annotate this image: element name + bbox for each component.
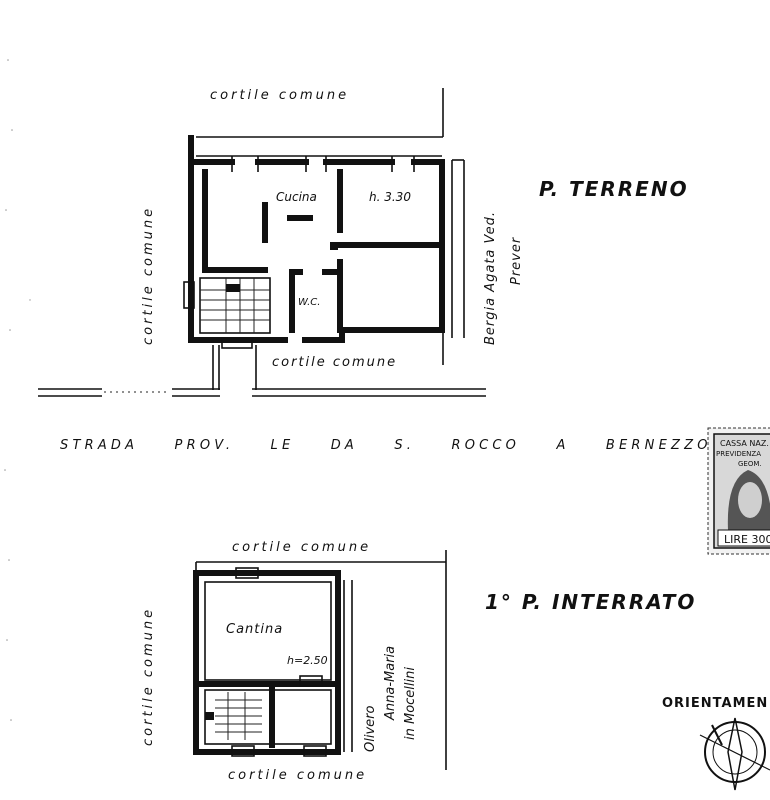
bs-height: h=2.50 bbox=[287, 654, 328, 667]
gf-height: h. 3.30 bbox=[369, 190, 411, 204]
road-label: STRADA PROV. LE DA S. ROCCO A BERNEZZO bbox=[60, 438, 712, 453]
gf-label-left: cortile comune bbox=[141, 206, 156, 345]
bs-label-bottom: cortile comune bbox=[228, 768, 367, 783]
orientation-label: ORIENTAMEN bbox=[662, 696, 768, 711]
gf-label-bottom: cortile comune bbox=[272, 355, 397, 370]
gf-room-kitchen: Cucina bbox=[276, 190, 317, 204]
gf-neighbor-2: Prever bbox=[509, 236, 524, 285]
basement-plan bbox=[193, 550, 447, 770]
paper-specks bbox=[4, 59, 31, 721]
stamp-value: LIRE 300 bbox=[724, 533, 770, 546]
ground-floor-plan bbox=[183, 88, 465, 390]
gf-title: P. TERRENO bbox=[539, 177, 689, 201]
bs-neighbor-1: Olivero bbox=[363, 706, 378, 752]
stamp-line1: CASSA NAZ. bbox=[720, 439, 769, 448]
bs-label-left: cortile comune bbox=[141, 607, 156, 746]
stamp-line3: GEOM. bbox=[738, 460, 762, 468]
revenue-stamp: CASSA NAZ. PREVIDENZA GEOM. LIRE 300 bbox=[707, 427, 770, 555]
bs-neighbor-2: Anna-Maria bbox=[383, 646, 398, 721]
ground-stair bbox=[183, 277, 271, 334]
stamp-line2: PREVIDENZA bbox=[716, 450, 761, 458]
gf-neighbor-1: Bergia Agata Ved. bbox=[483, 211, 498, 345]
compass-icon bbox=[699, 717, 770, 791]
gf-label-top: cortile comune bbox=[210, 88, 349, 103]
road-line bbox=[38, 388, 486, 397]
bs-neighbor-3: in Mocellini bbox=[403, 667, 418, 740]
gf-room-wc: W.C. bbox=[298, 297, 320, 308]
bs-title: 1° P. INTERRATO bbox=[485, 590, 696, 614]
bs-label-top: cortile comune bbox=[232, 540, 371, 555]
bs-room-cellar: Cantina bbox=[226, 622, 283, 637]
